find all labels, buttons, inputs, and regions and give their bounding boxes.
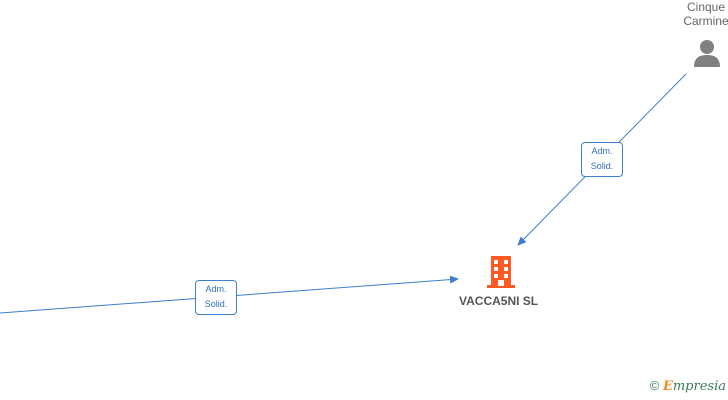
building-icon[interactable] <box>487 256 515 288</box>
edge-label-person-line2: Solid. <box>590 161 614 171</box>
empresia-logo: Empresia <box>663 379 726 394</box>
edge-label-left-line2: Solid. <box>204 299 228 309</box>
person-name-line2: Carmine <box>683 14 728 28</box>
person-name-line1: Cinque <box>686 0 726 14</box>
person-name[interactable]: Cinque Carmine <box>676 0 728 28</box>
logo-text: mpresia <box>672 379 726 394</box>
person-icon[interactable] <box>694 40 720 67</box>
edge-label-person: Adm. Solid. <box>581 142 623 177</box>
edge-label-left-line1: Adm. <box>205 284 227 294</box>
logo-letter-e: E <box>662 379 673 394</box>
copyright-symbol: © <box>649 378 660 393</box>
edge-label-person-line1: Adm. <box>591 146 613 156</box>
footer-brand: © Empresia <box>650 378 726 394</box>
company-name[interactable]: VACCA5NI SL <box>459 294 539 308</box>
edge-label-left: Adm. Solid. <box>195 280 237 315</box>
